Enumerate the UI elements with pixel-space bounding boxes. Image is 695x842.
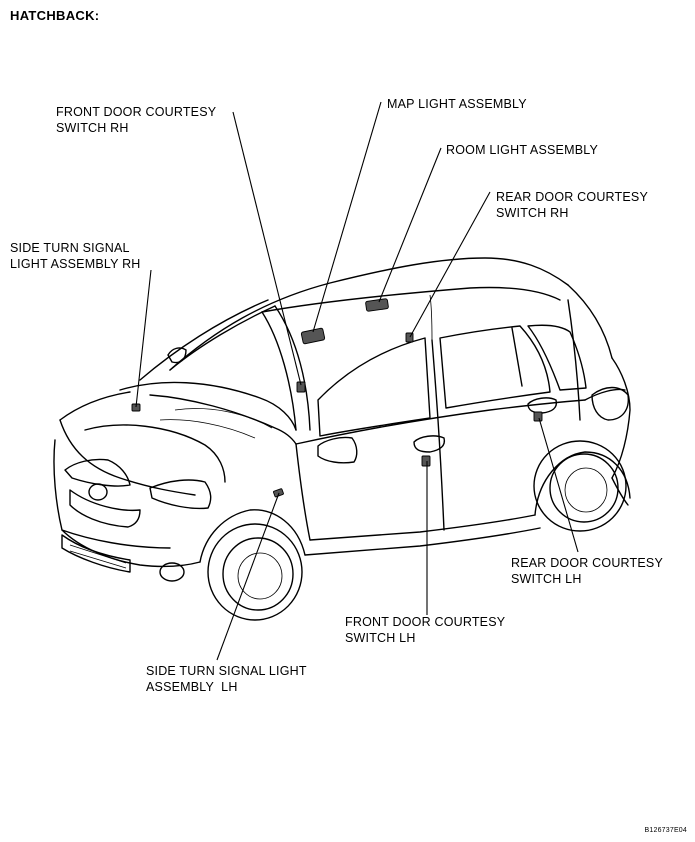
leader-front-door-switch-rh bbox=[232, 111, 302, 386]
leader-rear-door-switch-rh bbox=[409, 191, 491, 338]
label-front-door-courtesy-switch-lh: FRONT DOOR COURTESY SWITCH LH bbox=[345, 615, 506, 645]
label-front-door-courtesy-switch-rh: FRONT DOOR COURTESY SWITCH RH bbox=[56, 105, 217, 135]
room-light-marker bbox=[365, 298, 389, 312]
car-body-outline bbox=[53, 257, 631, 621]
leader-side-turn-lh bbox=[216, 492, 280, 661]
side-turn-lh-marker bbox=[273, 488, 284, 498]
label-side-turn-signal-light-assembly-rh: SIDE TURN SIGNAL LIGHT ASSEMBLY RH bbox=[10, 241, 141, 271]
leader-map-light bbox=[312, 101, 382, 333]
leader-lines bbox=[135, 101, 579, 661]
leader-rear-door-switch-lh bbox=[538, 417, 579, 553]
component-markers bbox=[131, 298, 543, 498]
leader-side-turn-rh bbox=[135, 269, 152, 408]
label-side-turn-signal-light-assembly-lh: SIDE TURN SIGNAL LIGHT ASSEMBLY LH bbox=[146, 664, 307, 694]
leader-room-light bbox=[378, 147, 442, 303]
map-light-marker bbox=[300, 327, 326, 345]
rear-door-switch-lh-marker bbox=[533, 411, 543, 422]
label-rear-door-courtesy-switch-lh: REAR DOOR COURTESY SWITCH LH bbox=[511, 556, 664, 586]
label-room-light-assembly: ROOM LIGHT ASSEMBLY bbox=[446, 143, 598, 157]
label-rear-door-courtesy-switch-rh: REAR DOOR COURTESY SWITCH RH bbox=[496, 190, 649, 220]
front-door-switch-lh-marker bbox=[421, 455, 431, 467]
label-map-light-assembly: MAP LIGHT ASSEMBLY bbox=[387, 97, 527, 111]
figure-code: B126737E04 bbox=[644, 827, 687, 834]
diagram-title: HATCHBACK: bbox=[10, 8, 100, 23]
front-door-switch-rh-marker bbox=[296, 381, 306, 393]
